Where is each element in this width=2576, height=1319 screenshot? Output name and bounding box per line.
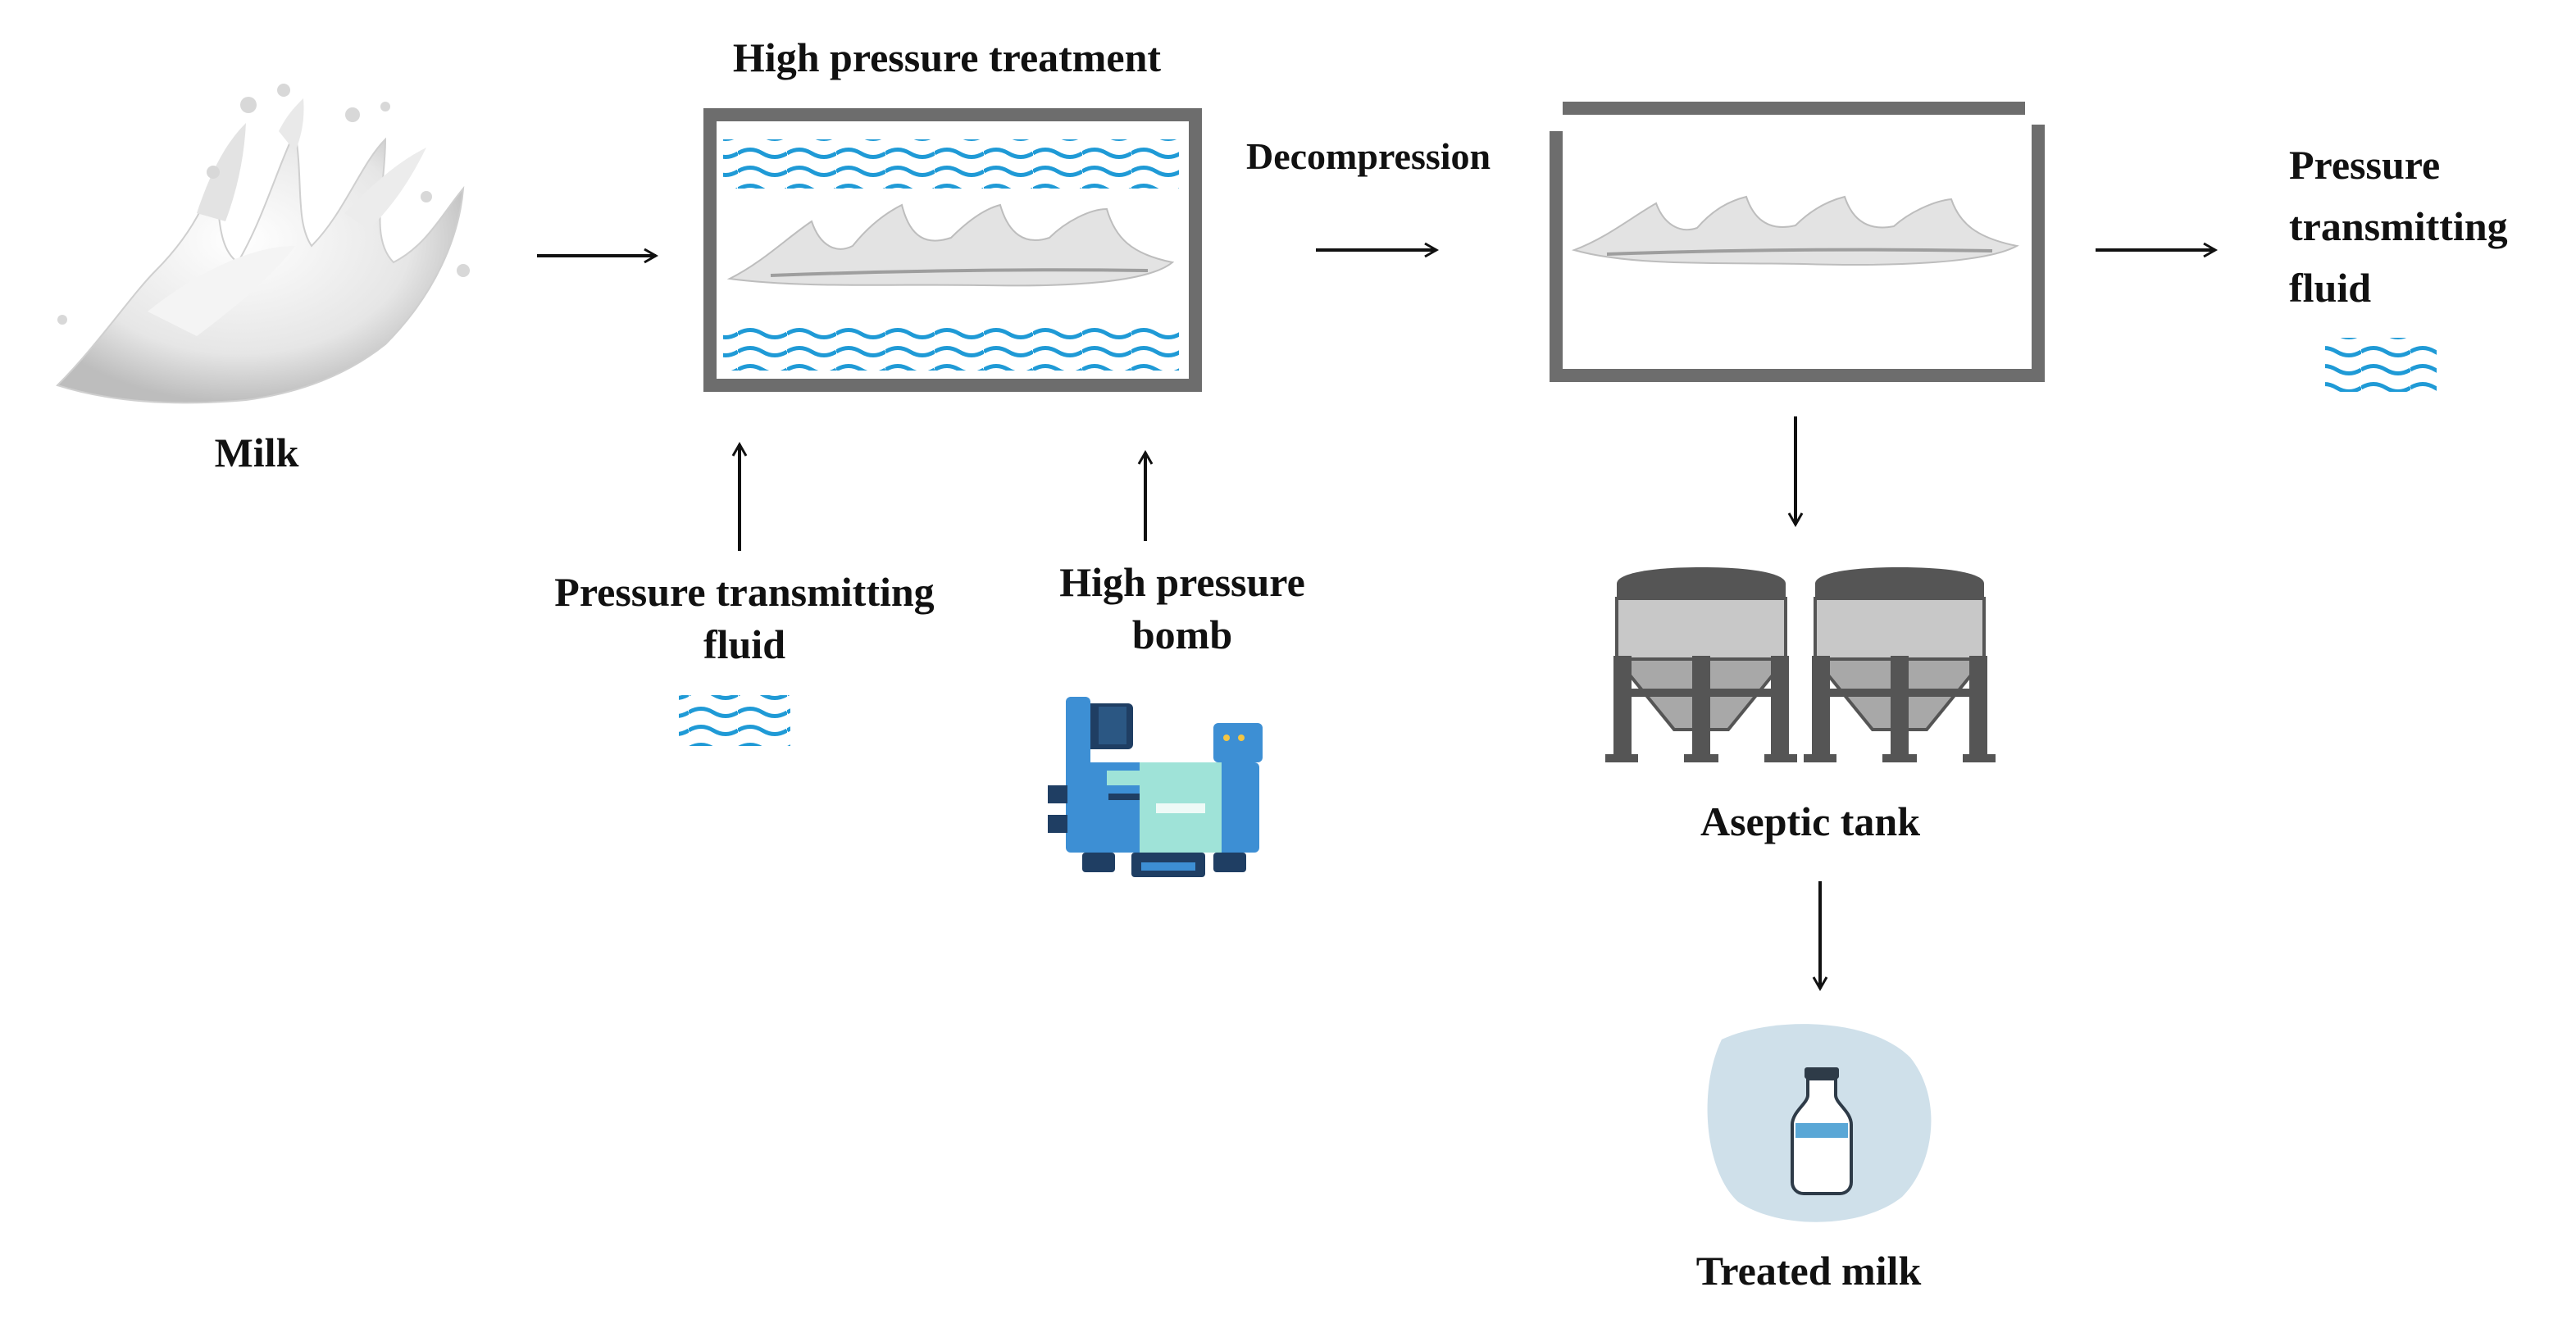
milk-label: Milk	[214, 430, 299, 475]
pressure-fluid-output-line-3: fluid	[2289, 265, 2372, 311]
pressure-fluid-output-line-1: Pressure	[2289, 142, 2441, 188]
pressure-fluid-input-line-1: Pressure transmitting	[554, 569, 935, 615]
pressure-fluid-input-label: Pressure transmitting fluid	[554, 566, 934, 671]
high-pressure-pump-icon	[1048, 697, 1263, 877]
milk-splash-icon	[726, 203, 1175, 287]
water-waves-icon	[723, 321, 1179, 371]
water-waves-icon	[2325, 338, 2437, 392]
aseptic-tank-icon	[1605, 567, 1797, 762]
decompression-vessel	[1550, 102, 2045, 382]
treated-milk-label: Treated milk	[1695, 1248, 1922, 1294]
pressure-fluid-output-label: Pressure transmitting fluid	[2289, 134, 2508, 319]
aseptic-tank-icon	[1804, 567, 1996, 762]
water-waves-icon	[723, 139, 1179, 189]
high-pressure-bomb-line-2: bomb	[1131, 612, 1233, 657]
high-pressure-bomb-label: High pressure bomb	[1059, 556, 1305, 661]
pressure-fluid-input-line-2: fluid	[703, 621, 786, 667]
high-pressure-vessel	[703, 108, 1202, 392]
high-pressure-bomb-line-1: High pressure	[1059, 559, 1305, 605]
water-waves-icon	[679, 695, 790, 746]
decompression-label: Decompression	[1246, 135, 1491, 177]
aseptic-tank-label: Aseptic tank	[1700, 798, 1921, 844]
high-pressure-treatment-label: High pressure treatment	[732, 34, 1162, 80]
pressure-fluid-output-line-2: transmitting	[2289, 203, 2508, 249]
milk-splash-icon	[1571, 195, 2019, 266]
milk-splash-icon	[56, 84, 470, 404]
milk-bottle-icon	[1707, 1024, 1932, 1222]
